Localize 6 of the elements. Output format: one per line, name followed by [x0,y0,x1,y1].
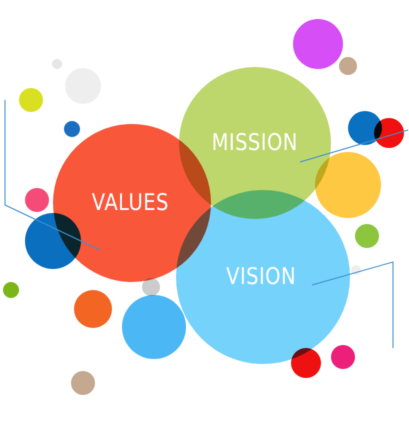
leader-line [300,130,408,162]
leader-line [312,261,394,348]
leader-line [4,100,100,250]
circle-label: VISION [226,264,296,290]
circle-label: VALUES [91,190,169,216]
circle-label: MISSION [212,130,298,156]
